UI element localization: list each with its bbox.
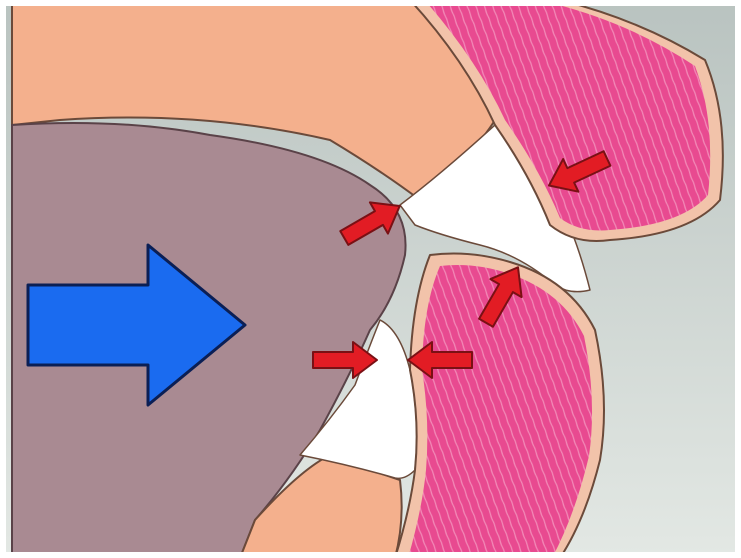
illustration-frame (0, 0, 741, 558)
mouth-cross-section-diagram (0, 0, 741, 558)
